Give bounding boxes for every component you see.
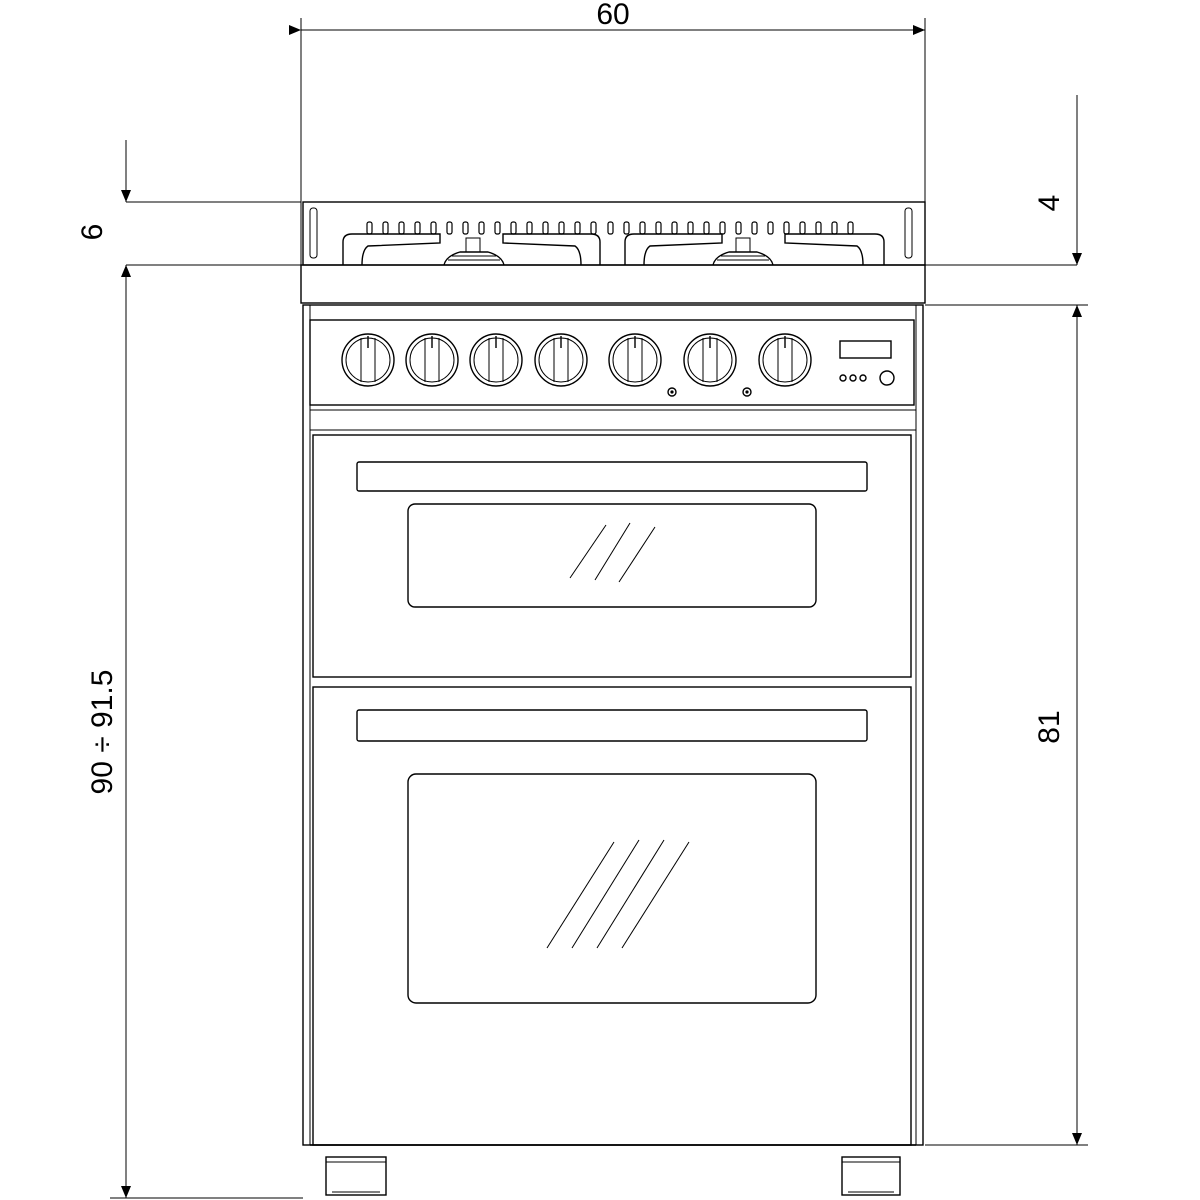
knob-1[interactable]: [341, 333, 395, 387]
hob-height-label: 6: [76, 224, 109, 241]
lower-oven-handle: [356, 709, 868, 742]
lower-oven-window: [407, 773, 817, 1004]
grate-teeth: [366, 221, 854, 235]
knob-5[interactable]: [608, 333, 662, 387]
foot-left: [325, 1156, 387, 1196]
knob-6[interactable]: [683, 333, 737, 387]
body-height-label: 81: [1033, 710, 1066, 743]
foot-right: [841, 1156, 901, 1196]
indicator-light-2: [742, 387, 752, 397]
knob-4[interactable]: [534, 333, 588, 387]
timer-display: [839, 340, 892, 359]
upper-oven-door[interactable]: [312, 434, 912, 678]
timer-knob[interactable]: [879, 370, 895, 386]
burner-left: [443, 237, 505, 266]
cooker-body: [302, 304, 924, 1146]
control-panel: [309, 319, 916, 431]
dimension-total-height: 90 ÷ 91.5: [86, 265, 303, 1199]
upper-oven-window: [407, 503, 817, 608]
dimension-top-offset: 4: [925, 95, 1082, 266]
knob-3[interactable]: [469, 333, 523, 387]
knob-2[interactable]: [405, 333, 459, 387]
timer-buttons[interactable]: [839, 374, 867, 382]
top-offset-label: 4: [1033, 195, 1066, 212]
width-label: 60: [596, 0, 629, 31]
knob-7[interactable]: [758, 333, 812, 387]
indicator-light-1: [667, 387, 677, 397]
upper-oven-handle: [356, 461, 868, 492]
dimension-hob-height: 6: [76, 140, 301, 266]
dimension-width: 60: [289, 0, 926, 300]
burner-right: [712, 237, 774, 266]
hob: [300, 201, 926, 304]
lower-oven-door[interactable]: [312, 686, 912, 1146]
dimension-body-height: 81: [925, 304, 1088, 1146]
total-height-label: 90 ÷ 91.5: [86, 670, 119, 795]
